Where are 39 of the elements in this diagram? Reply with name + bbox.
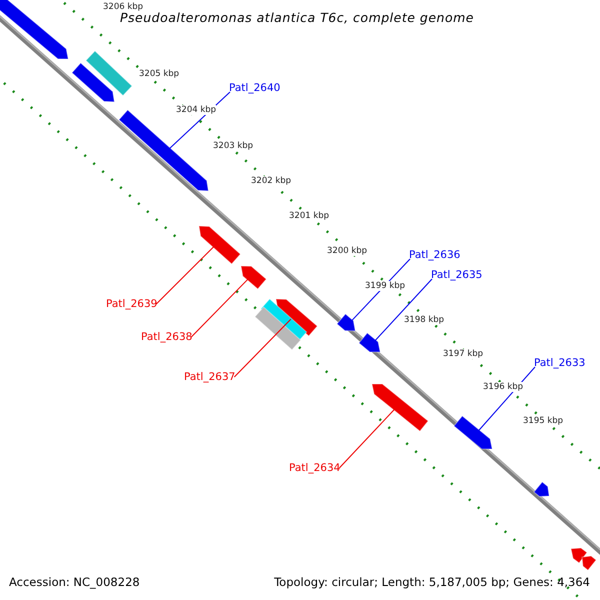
gene-block [582,556,596,570]
gene-block [454,416,492,449]
diagram-title: Pseudoalteromonas atlantica T6c, complete genome [120,10,474,25]
gene-block [336,314,355,331]
tick-label: 3204 kbp [176,105,216,115]
gene-label: Patl_2636 [409,249,460,261]
tick-label: 3198 kbp [404,315,444,325]
gene-label: Patl_2633 [534,357,586,369]
gene-label: Patl_2635 [431,269,482,281]
tick-label: 3206 kbp [103,2,144,12]
gene-block [372,384,428,432]
leader-line [190,278,248,338]
gene-block [199,226,240,264]
footer-text: Accession: NC_008228 [9,575,140,589]
gene-block [86,51,132,96]
gene-block [534,482,549,497]
gene-label: Patl_2638 [141,331,192,343]
tick-label: 3195 kbp [523,416,564,426]
leader-line [338,408,396,468]
tick-label: 3205 kbp [139,69,180,79]
leader-line [156,246,214,304]
tick-label: 3197 kbp [443,349,484,359]
gene-block [571,548,587,564]
tick-label: 3202 kbp [251,176,292,186]
gene-label: Patl_2634 [289,462,340,474]
tick-label: 3200 kbp [327,246,368,256]
leader-line [374,278,432,342]
gene-block [254,307,300,350]
gene-block [358,332,380,352]
footer-text: Topology: circular; Length: 5,187,005 bp; Genes: 4,364 [274,575,590,589]
tick-label: 3199 kbp [365,281,406,291]
tick-label: 3201 kbp [289,211,330,221]
gene-label: Patl_2637 [184,371,236,383]
gene-block [72,63,114,102]
gene-block [241,266,266,289]
gene-label: Patl_2640 [229,82,280,94]
gene-label: Patl_2639 [106,298,158,310]
leader-line [234,318,292,378]
tick-label: 3196 kbp [483,382,524,392]
